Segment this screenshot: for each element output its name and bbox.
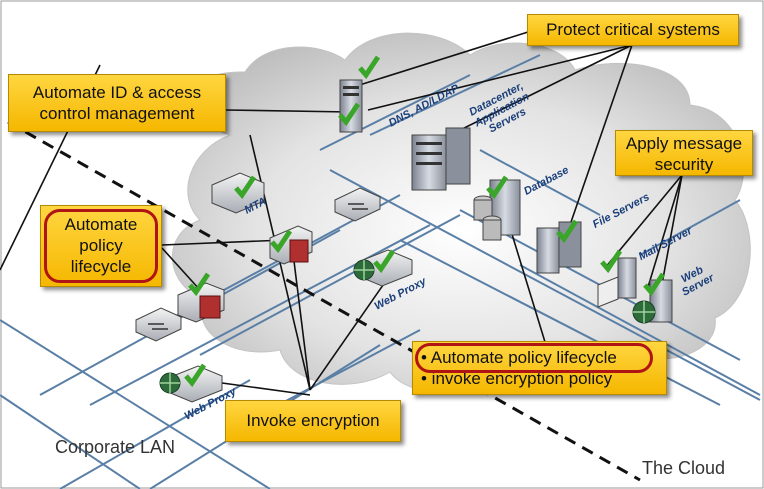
mta-icon [211,172,265,214]
firewall-icon [269,225,313,265]
web-proxy-cloud-icon [353,249,413,287]
callout-automate-id: Automate ID & access control management [8,74,226,132]
corporate-lan-label: Corporate LAN [55,437,176,457]
network-switch-icon [334,187,381,222]
database-icon [473,175,521,241]
highlight-oval-policy [44,209,158,283]
callout-policy-line2: policy [79,236,123,255]
callout-apply-line1: Apply message [625,134,743,153]
web-proxy-lan-icon [159,363,223,403]
web-server-icon [632,272,673,324]
callout-automate-id-line1: Automate ID & access [32,83,202,102]
callout-apply-message-security: Apply message security [615,130,753,176]
callout-protect-critical-systems: Protect critical systems [527,14,739,46]
callout-invoke-text: Invoke encryption [246,411,380,430]
callout-bullet-2: • invoke encryption policy [421,369,613,388]
callout-protect-text: Protect critical systems [546,20,720,39]
callout-policy-line1: Automate [64,215,138,234]
callout-policy-line3: lifecycle [70,257,132,276]
the-cloud-label: The Cloud [642,458,726,478]
callout-connectors [0,31,683,396]
callout-bullets: • Automate policy lifecycle • invoke enc… [412,341,667,395]
callout-automate-policy-lifecycle: Automate policy lifecycle [40,205,162,287]
callout-bullet-1: • Automate policy lifecycle [421,348,617,367]
lan-cloud-boundary [7,120,641,482]
callout-automate-id-line2: control management [39,104,195,123]
highlight-oval-bullet [415,343,653,373]
datacenter-server-icon [411,127,471,191]
firewall-lan-icon [177,272,225,323]
network-switch-lan-icon [135,307,182,342]
callout-apply-line2: security [654,155,714,174]
callout-invoke-encryption: Invoke encryption [225,400,401,442]
file-server-icon [536,219,582,274]
mail-server-icon [597,249,637,308]
dns-server-icon [338,55,381,133]
